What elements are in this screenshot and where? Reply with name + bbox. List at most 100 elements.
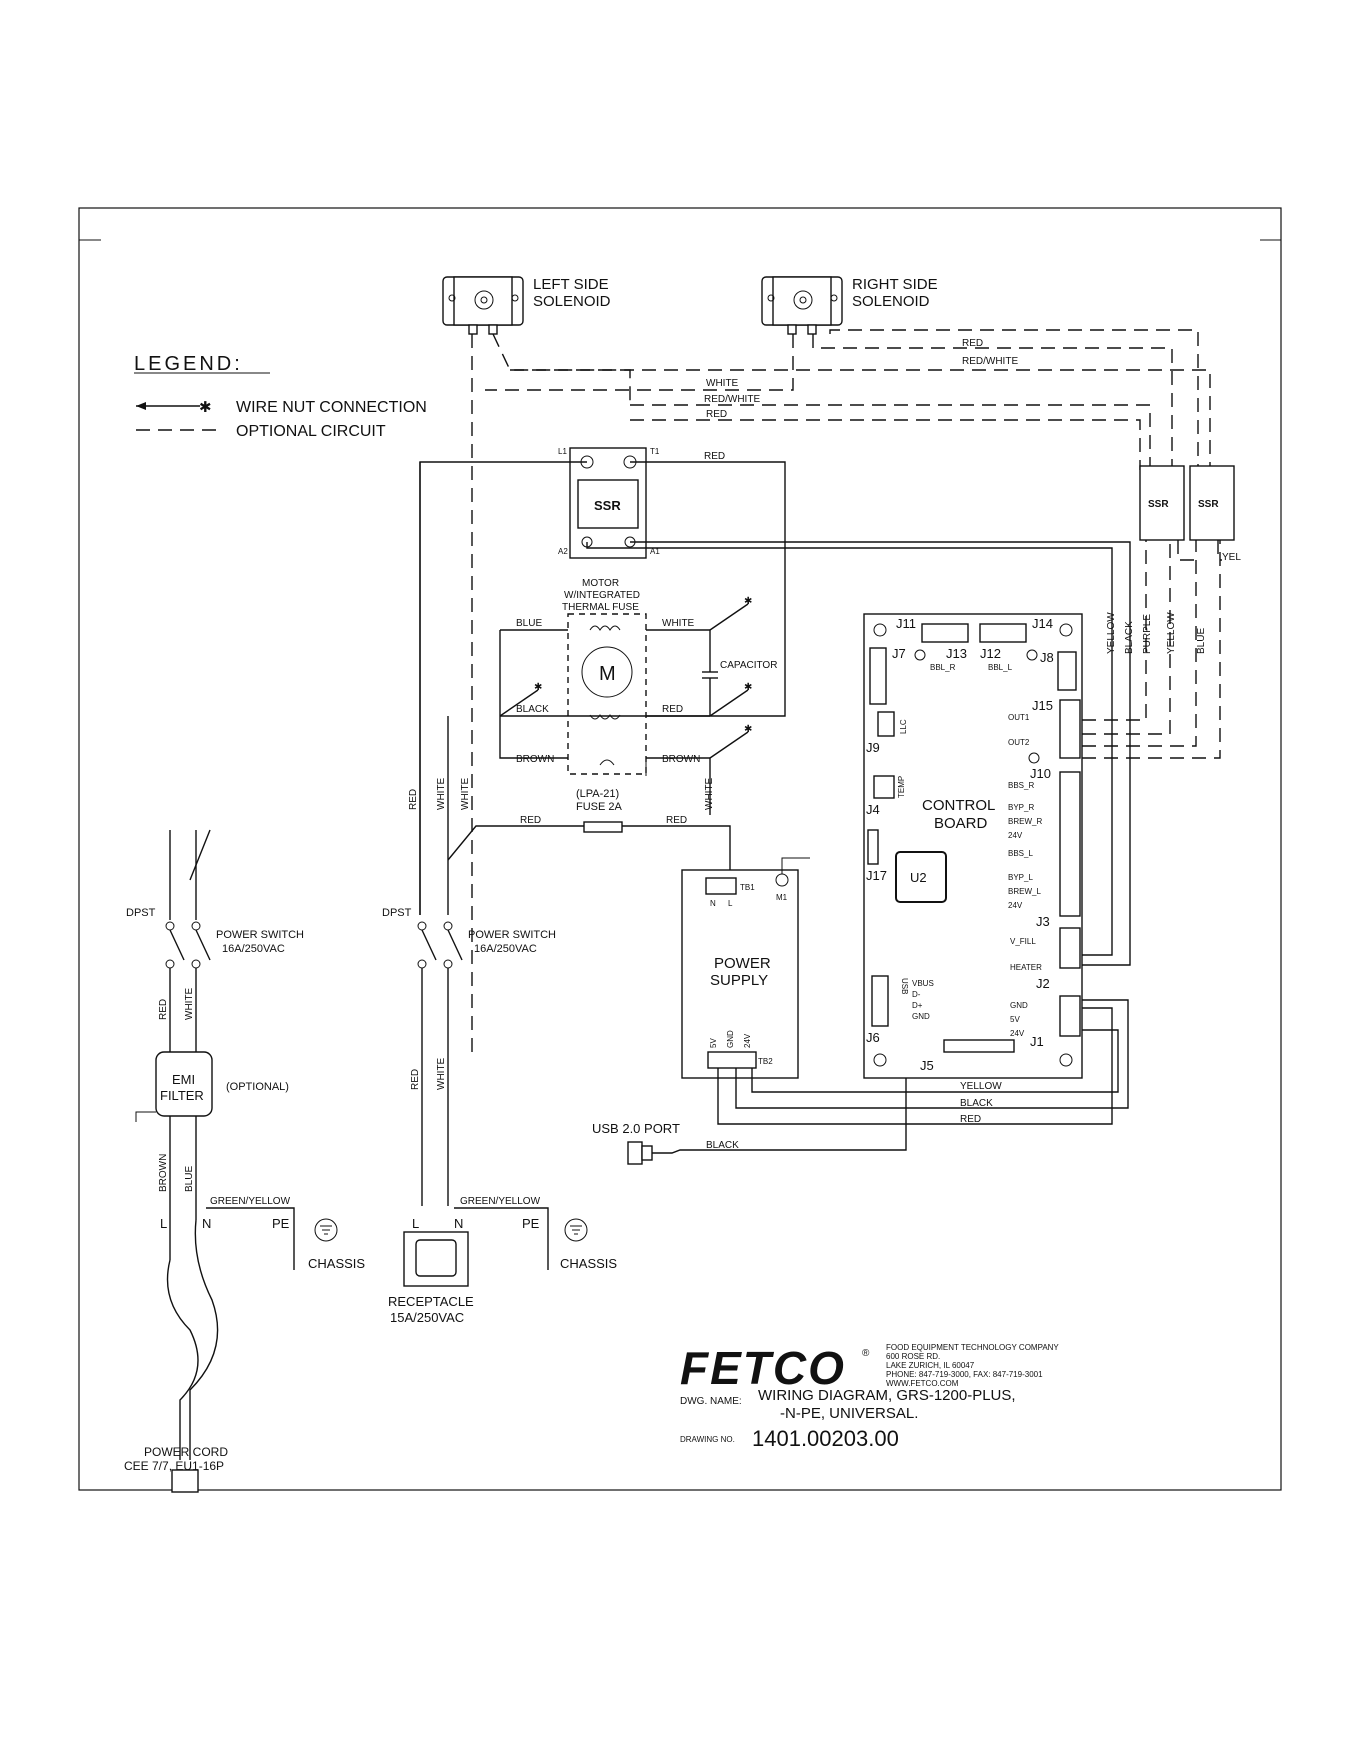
wire-label-redwhite-b: RED/WHITE <box>962 356 1018 367</box>
wire-label-red-left: RED <box>158 999 169 1020</box>
wire-label-purple-r: PURPLE <box>1142 614 1153 654</box>
wire-nuts: ✱ ✱ ✱ ✱ <box>499 596 752 759</box>
company-line-4: PHONE: 847-719-3000, FAX: 847-719-3001 <box>886 1370 1043 1379</box>
chassis-mid: CHASSIS <box>560 1256 617 1271</box>
wire-label-red-b: RED <box>962 338 983 349</box>
j2-label: J2 <box>1036 976 1050 991</box>
j17-label: J17 <box>866 868 887 883</box>
wire-label-red-vert: RED <box>408 789 419 810</box>
term-pe-mid: PE <box>522 1216 540 1231</box>
wire-label-white-vert: WHITE <box>436 777 447 810</box>
term-n-left: N <box>202 1216 211 1231</box>
middle-terminals: GREEN/YELLOW L N PE CHASSIS RECEPTACLE 1… <box>388 1196 617 1325</box>
wire-label-blue-left: BLUE <box>184 1166 195 1192</box>
llc-label: LLC <box>899 719 908 734</box>
registered-mark: ® <box>862 1348 870 1359</box>
j15-label: J15 <box>1032 698 1053 713</box>
company-line-5: WWW.FETCO.COM <box>886 1379 959 1388</box>
drawing-no: 1401.00203.00 <box>752 1426 899 1451</box>
optional-ssr-left-label: SSR <box>1148 499 1169 510</box>
wire-label-brown-left: BROWN <box>158 1154 169 1192</box>
wire-label-white-top: WHITE <box>706 378 739 389</box>
j10-label: J10 <box>1030 766 1051 781</box>
j1-label: J1 <box>1030 1034 1044 1049</box>
receptacle-label-2: 15A/250VAC <box>390 1310 464 1325</box>
emi-filter: EMI FILTER (OPTIONAL) BROWN BLUE <box>135 1051 289 1260</box>
j13-label: J13 <box>946 646 967 661</box>
wire-label-red-ssr: RED <box>704 451 725 462</box>
bbl-l-label: BBL_L <box>988 663 1013 672</box>
wire-label-yellow-r2: YELLOW <box>1166 612 1177 654</box>
company-line-2: 600 ROSE RD. <box>886 1352 940 1361</box>
fuse-icon <box>583 821 623 833</box>
u2-label: U2 <box>910 870 927 885</box>
optional-ssr-right: SSR <box>1189 465 1235 541</box>
left-terminals: GREEN/YELLOW L N PE CHASSIS POWER CORD C… <box>124 1196 365 1493</box>
j11-label: J11 <box>896 616 916 631</box>
wire-label-white-motor: WHITE <box>662 618 695 629</box>
out2-label: OUT2 <box>1008 738 1030 747</box>
dwg-name-label: DWG. NAME: <box>680 1396 742 1407</box>
ssr-t1: T1 <box>650 447 660 456</box>
power-switch-middle: DPST POWER SWITCH 16A/250VAC RED WHITE <box>382 907 556 1206</box>
v-fill-label: V_FILL <box>1010 937 1036 946</box>
ps-5v: 5V <box>709 1038 718 1048</box>
u2-chip <box>895 851 947 903</box>
wire-label-redwhite-a: RED/WHITE <box>704 394 760 405</box>
out1-label: OUT1 <box>1008 713 1030 722</box>
wire-nut-icon: ✱ <box>199 399 212 416</box>
motor-label-2: W/INTEGRATED <box>564 590 640 601</box>
wire-nut-icon-1: ✱ <box>744 596 752 607</box>
wire-label-yellow-r1: YELLOW <box>1106 612 1117 654</box>
wire-nut-icon-3: ✱ <box>744 724 752 735</box>
title-block: FETCO ® FOOD EQUIPMENT TECHNOLOGY COMPAN… <box>680 1342 1059 1451</box>
ssr-a1: A1 <box>650 547 660 556</box>
dm-label: D- <box>912 990 921 999</box>
j7-label: J7 <box>892 646 906 661</box>
company-line-1: FOOD EQUIPMENT TECHNOLOGY COMPANY <box>886 1343 1059 1352</box>
main-ssr-label: SSR <box>594 498 621 513</box>
legend-title: LEGEND: <box>134 353 243 375</box>
wire-label-white-ps: WHITE <box>704 777 715 810</box>
term-n-mid: N <box>454 1216 463 1231</box>
j9-label: J9 <box>866 740 880 755</box>
ssr-a2: A2 <box>558 547 568 556</box>
right-solenoid-label-2: SOLENOID <box>852 293 930 310</box>
dwg-name-line-1: WIRING DIAGRAM, GRS-1200-PLUS, <box>758 1387 1016 1404</box>
24v-c-label: 24V <box>1010 1029 1025 1038</box>
j3-label: J3 <box>1036 914 1050 929</box>
power-supply-label-1: POWER <box>714 955 771 972</box>
ps-gnd: GND <box>726 1030 735 1048</box>
left-solenoid-label-2: SOLENOID <box>533 293 611 310</box>
power-supply-label-2: SUPPLY <box>710 972 768 989</box>
motor-icon <box>581 646 633 698</box>
wire-label-yellow-ps: YELLOW <box>960 1081 1002 1092</box>
usb-gnd-label: GND <box>912 1012 930 1021</box>
bbl-r-label: BBL_R <box>930 663 956 672</box>
byp-l-label: BYP_L <box>1008 873 1033 882</box>
motor-symbol: M <box>599 663 616 685</box>
wire-label-yel: YEL <box>1222 552 1241 563</box>
ps-24v: 24V <box>743 1033 752 1048</box>
ps-m1: M1 <box>776 893 788 902</box>
wire-label-blue: BLUE <box>516 618 542 629</box>
fuse-model: (LPA-21) <box>576 788 619 800</box>
usb-port-label: USB 2.0 PORT <box>592 1121 680 1136</box>
drawing-no-label: DRAWING NO. <box>680 1435 735 1444</box>
chassis-ground-icon-left <box>314 1218 338 1242</box>
company-line-3: LAKE ZURICH, IL 60047 <box>886 1361 975 1370</box>
wire-label-gy-mid: GREEN/YELLOW <box>460 1196 541 1207</box>
drawing-frame <box>78 207 1282 1491</box>
wire-label-red-a: RED <box>706 409 727 420</box>
legend-wire-nut-label: WIRE NUT CONNECTION <box>236 399 427 416</box>
temp-label: TEMP <box>897 776 906 798</box>
right-solenoid: RIGHT SIDE SOLENOID <box>761 276 938 335</box>
bbs-r-label: BBS_R <box>1008 781 1034 790</box>
right-solenoid-label-1: RIGHT SIDE <box>852 276 938 293</box>
wire-nut-icon-4: ✱ <box>534 682 542 693</box>
wire-label-black-r: BLACK <box>1124 621 1135 654</box>
capacitor-label: CAPACITOR <box>720 660 777 671</box>
board-title-2: BOARD <box>934 815 988 832</box>
chassis-left: CHASSIS <box>308 1256 365 1271</box>
